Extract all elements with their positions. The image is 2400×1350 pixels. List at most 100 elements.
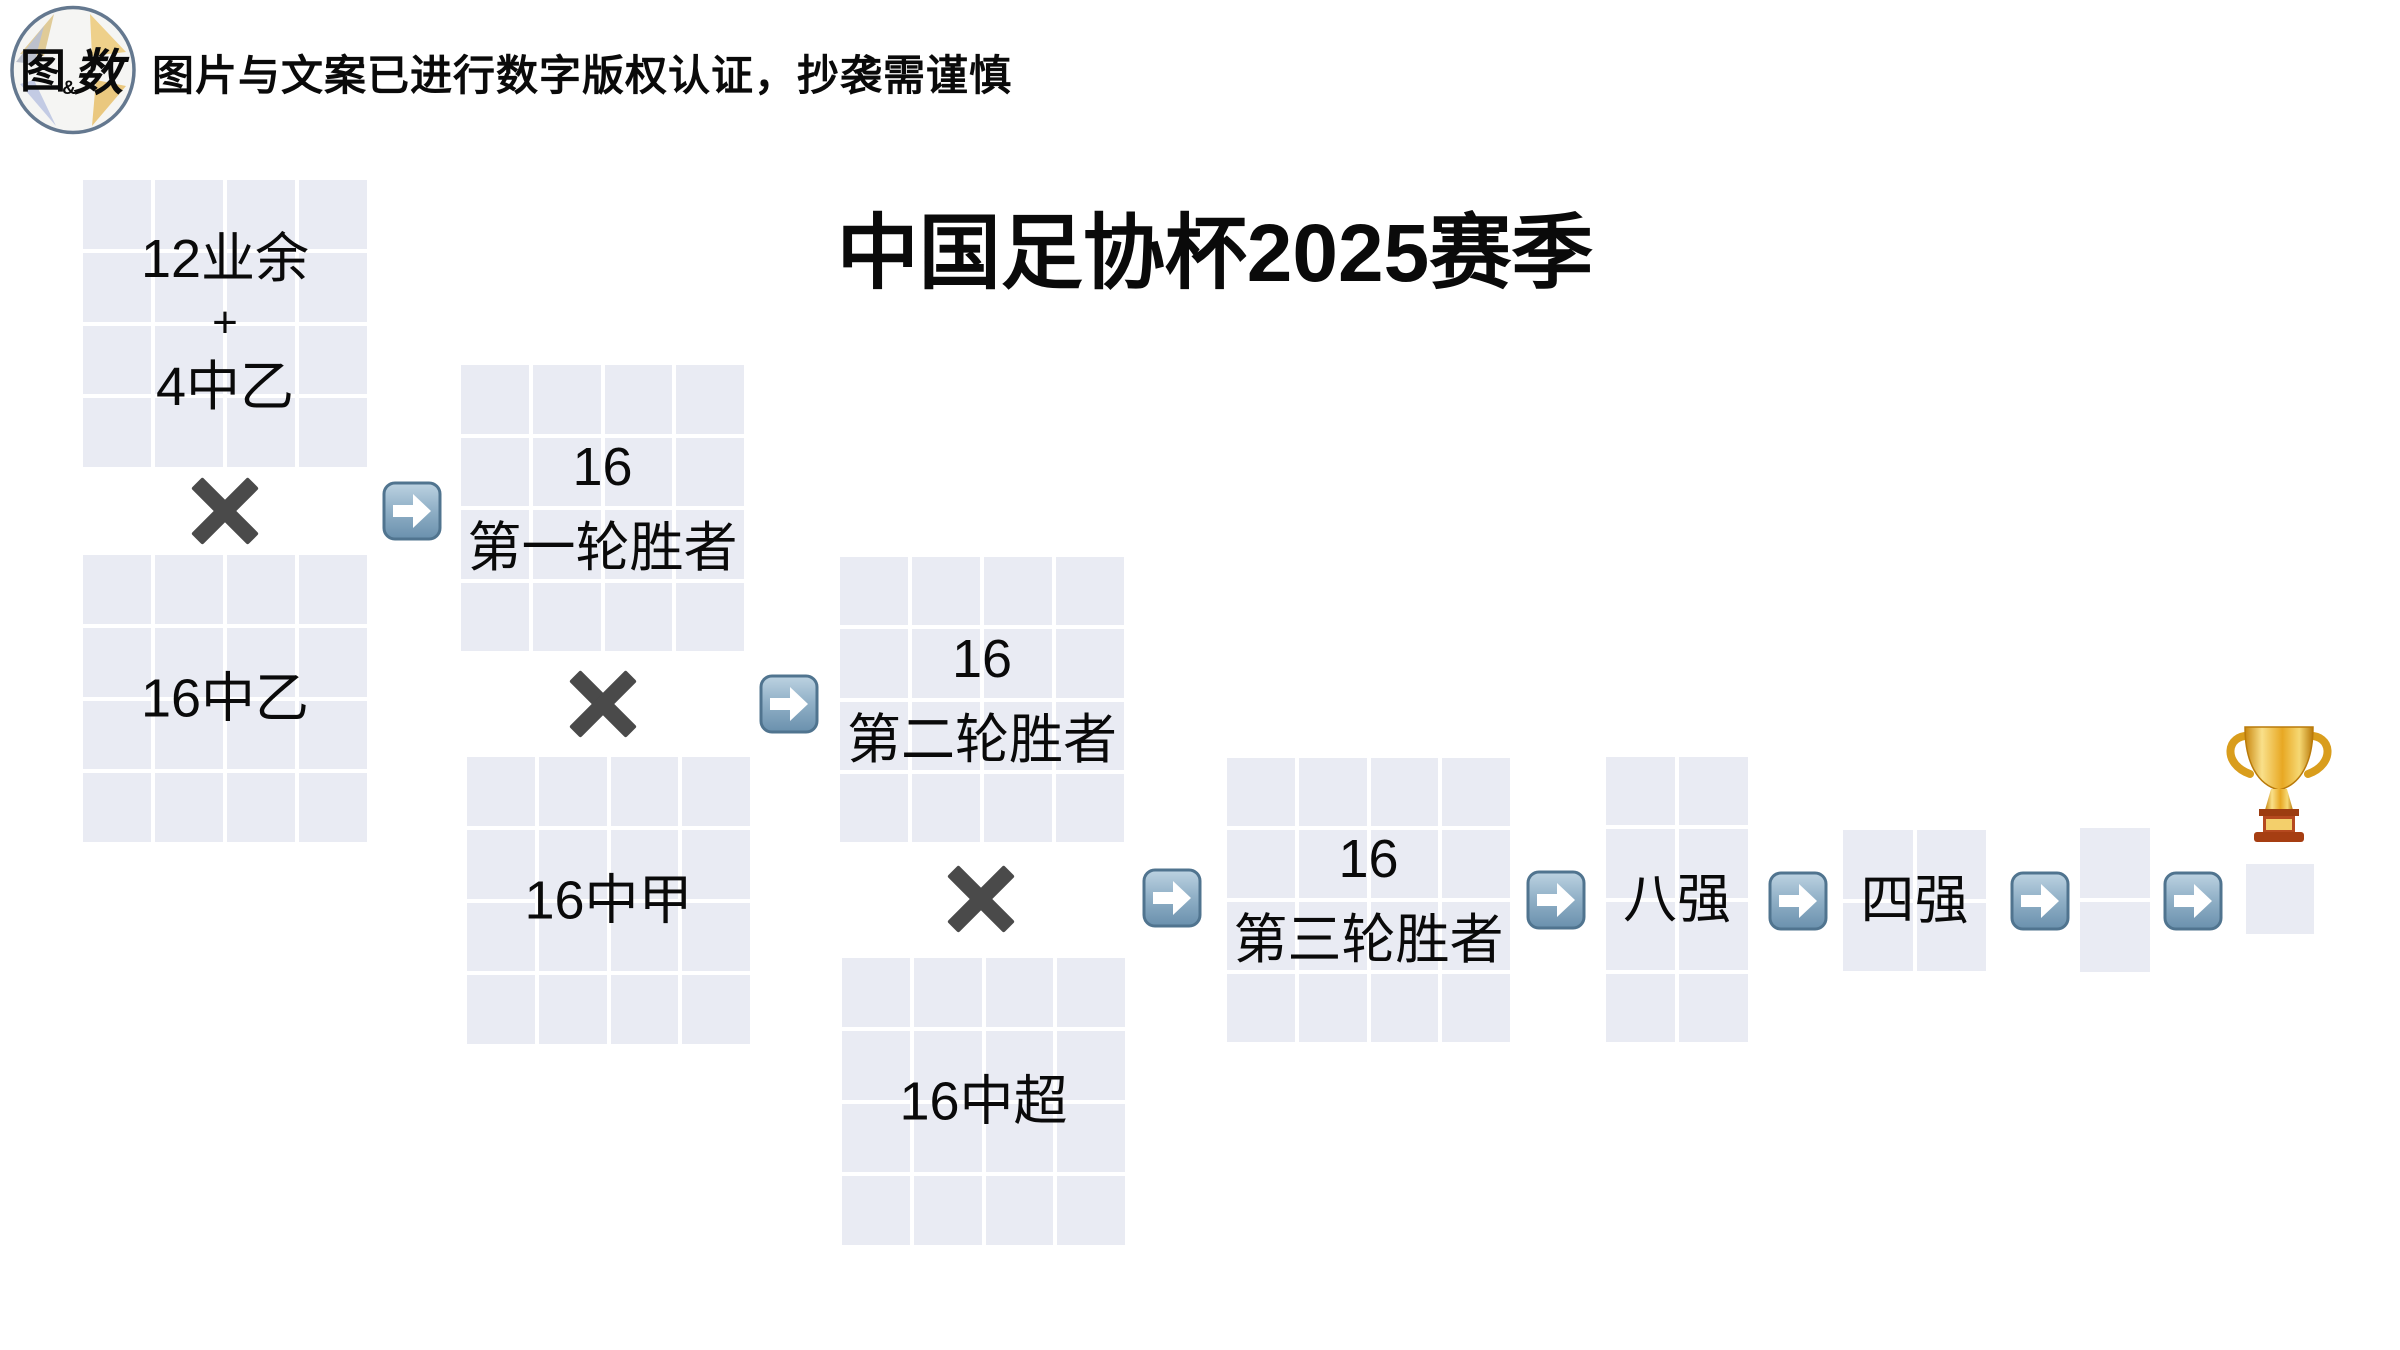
stage-label: 四强 (1860, 870, 1969, 930)
team-cell (155, 555, 223, 624)
stage-block-round1-winners: 16 第一轮胜者 (461, 365, 744, 651)
team-cell (532, 437, 601, 506)
team-cell (1057, 1030, 1125, 1100)
team-cell (227, 398, 295, 467)
team-cell (155, 700, 223, 770)
stage-label: 八强 (1623, 869, 1731, 929)
team-cell (842, 958, 910, 1027)
stage-label-line: 第二轮胜者 (847, 709, 1117, 770)
advance-arrow-icon (759, 674, 819, 734)
team-cell (984, 629, 1052, 698)
team-cell (676, 510, 744, 579)
stage-block-final (2080, 828, 2150, 972)
logo-left-char: 图 (20, 45, 66, 97)
stage-label: 12业余 + 4中乙 (141, 222, 309, 426)
team-cell (604, 365, 673, 434)
stage-label-line: 16 (572, 437, 633, 497)
stage-label: 16中超 (899, 1071, 1068, 1131)
stage-block-league-one: 16中甲 (467, 757, 750, 1044)
team-cell (1056, 629, 1124, 698)
trophy-plaque (2266, 819, 2292, 830)
team-cell (1916, 902, 1986, 971)
team-cell (1227, 974, 1295, 1042)
team-cell (1227, 758, 1295, 826)
team-cell (227, 700, 295, 770)
advance-arrow-icon (2010, 871, 2070, 931)
team-cell (842, 1176, 910, 1245)
team-grid (2246, 864, 2314, 934)
team-cell (682, 757, 750, 826)
team-cell (461, 365, 529, 434)
team-cell (467, 975, 535, 1044)
logo-corner-triangles (16, 14, 126, 126)
trophy-icon (2220, 716, 2338, 846)
team-cell (461, 437, 529, 506)
stage-block-amateur-pool: 12业余 + 4中乙 (83, 180, 367, 467)
team-cell (155, 398, 223, 467)
team-cell (2246, 864, 2314, 934)
team-cell (227, 180, 295, 249)
team-grid (1843, 830, 1986, 971)
team-grid (840, 557, 1124, 842)
team-cell (532, 365, 601, 434)
stage-block-league-two: 16中乙 (83, 555, 367, 842)
team-cell (227, 252, 295, 322)
team-cell (299, 627, 367, 697)
stage-label-line: 第一轮胜者 (467, 518, 738, 578)
team-cell (1057, 1176, 1125, 1245)
trophy-right-handle (2304, 731, 2332, 778)
team-cell (912, 773, 980, 842)
team-cell (227, 555, 295, 624)
team-cell (912, 557, 980, 626)
team-cell (467, 902, 535, 972)
team-cell (2080, 828, 2150, 898)
team-cell (2080, 902, 2150, 972)
team-cell (299, 180, 367, 249)
team-cell (538, 902, 607, 972)
team-cell (913, 1103, 982, 1173)
stage-block-round2-winners: 16 第二轮胜者 (840, 557, 1124, 842)
stage-block-super-league: 16中超 (842, 958, 1125, 1245)
team-cell (1298, 830, 1367, 898)
team-cell (985, 1176, 1054, 1245)
team-cell (682, 902, 750, 972)
team-grid (83, 180, 367, 467)
team-cell (1606, 829, 1675, 898)
team-cell (840, 701, 908, 770)
page-title: 中国足协杯2025赛季 (836, 208, 1594, 299)
team-cell (985, 958, 1054, 1027)
advance-arrow-icon (382, 481, 442, 541)
team-cell (676, 365, 744, 434)
team-cell (1843, 902, 1913, 971)
team-cell (604, 582, 673, 651)
team-cell (984, 557, 1052, 626)
team-grid (1606, 757, 1748, 1042)
team-cell (1056, 557, 1124, 626)
trophy-cup (2244, 726, 2314, 791)
team-cell (985, 1030, 1054, 1100)
trophy-left-handle (2226, 731, 2254, 778)
team-grid (83, 555, 367, 842)
team-cell (1370, 974, 1439, 1042)
team-cell (913, 1030, 982, 1100)
team-cell (299, 398, 367, 467)
team-cell (532, 582, 601, 651)
stage-block-quarterfinals: 八强 (1606, 757, 1748, 1042)
team-cell (912, 701, 980, 770)
team-cell (461, 510, 529, 579)
team-cell (985, 1103, 1054, 1173)
team-cell (610, 975, 679, 1044)
team-cell (840, 773, 908, 842)
stage-block-semifinals: 四强 (1843, 830, 1986, 971)
team-cell (155, 773, 223, 842)
stage-label: 16中乙 (140, 668, 310, 728)
team-cell (532, 510, 601, 579)
team-cell (155, 180, 223, 249)
team-cell (913, 1176, 982, 1245)
versus-x-icon (569, 670, 637, 738)
team-cell (461, 582, 529, 651)
team-cell (1298, 974, 1367, 1042)
advance-arrow-icon (1768, 871, 1828, 931)
team-cell (1442, 758, 1510, 826)
stage-label: 16中甲 (524, 870, 693, 930)
